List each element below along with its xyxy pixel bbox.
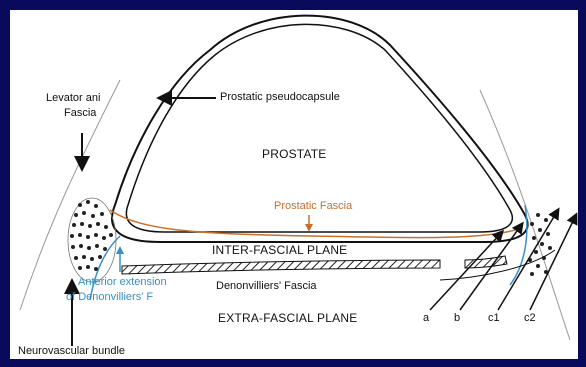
diagram-panel: Levator ani Fascia Prostatic pseudocapsu… (10, 10, 578, 359)
neurovascular-bundle-left (68, 198, 116, 282)
anterior-extension-label-line2: of Denonvilliers' F (66, 291, 153, 304)
neurovascular-bundle-label: Neurovascular bundle (18, 345, 125, 358)
prostate-fascia-diagram (10, 10, 578, 359)
plane-b-label: b (454, 312, 460, 325)
levator-ani-label-line1: Levator ani (46, 92, 100, 105)
plane-c2-label: c2 (524, 312, 536, 325)
extra-fascial-plane-label: EXTRA-FASCIAL PLANE (218, 312, 357, 326)
prostate-label: PROSTATE (262, 148, 327, 162)
plane-a-arrow (430, 232, 502, 310)
pseudocapsule-label: Prostatic pseudocapsule (220, 91, 340, 104)
inter-fascial-plane-label: INTER-FASCIAL PLANE (212, 244, 347, 258)
plane-c2-arrow (530, 215, 576, 310)
levator-ani-label-line2: Fascia (64, 107, 96, 120)
denonvilliers-fascia-band (122, 260, 440, 274)
neurovascular-bundle-right (528, 213, 552, 276)
denonvilliers-fascia-label: Denonvilliers' Fascia (216, 280, 317, 293)
prostatic-fascia-line (110, 210, 515, 238)
prostatic-fascia-label: Prostatic Fascia (274, 200, 352, 213)
plane-c1-label: c1 (488, 312, 500, 325)
anterior-extension-label-line1: Anterior extension (78, 276, 167, 289)
plane-a-label: a (423, 312, 429, 325)
